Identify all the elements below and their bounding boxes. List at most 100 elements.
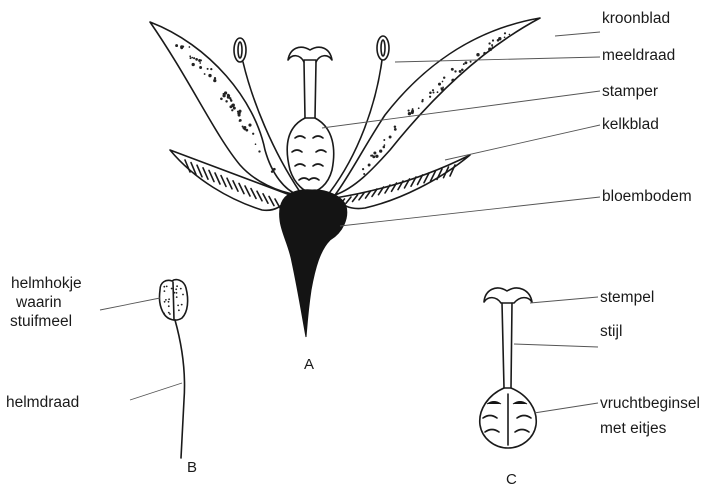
- petal-speckle: [464, 61, 467, 64]
- ovule-mark: [299, 178, 309, 180]
- stamen-figure-b: B: [159, 280, 197, 476]
- pistil-c-style: [502, 303, 512, 388]
- sepal-hatch-line: [346, 197, 351, 203]
- sepal-hatch-line: [239, 183, 244, 193]
- ovule-mark: [313, 164, 323, 166]
- sepal-hatch-line: [257, 191, 262, 201]
- sepal-hatch-line: [269, 196, 274, 205]
- pollen-dot: [164, 290, 166, 292]
- label-vruchtbeginsel: vruchtbeginsel: [600, 395, 700, 412]
- petal-speckle: [383, 146, 386, 149]
- petal-speckle: [210, 68, 212, 70]
- figure-c-leaders: [514, 297, 598, 413]
- petal-speckle: [192, 63, 195, 66]
- stamen-b-filament: [175, 320, 185, 458]
- sepal-hatch-line: [233, 181, 238, 191]
- ovule-mark: [292, 150, 302, 152]
- petal-speckle: [408, 112, 411, 115]
- leader-receptacle: [340, 197, 600, 226]
- petal-speckle: [199, 62, 201, 64]
- label-stuifmeel: stuifmeel: [10, 313, 72, 330]
- petal-speckle: [237, 111, 239, 113]
- petal-speckle: [230, 100, 232, 102]
- petal-speckle: [195, 58, 198, 61]
- petal-speckle: [189, 46, 191, 48]
- petal-speckle: [429, 91, 432, 94]
- figure-c-letter: C: [506, 471, 517, 488]
- petal-speckle: [504, 32, 506, 34]
- petal-speckle: [245, 129, 248, 132]
- petal-speckle: [193, 57, 195, 59]
- ovule-mark: [316, 150, 326, 152]
- label-bloembodem: bloembodem: [602, 188, 692, 205]
- pistil: [287, 47, 333, 192]
- pollen-dot: [171, 288, 173, 290]
- leader-stijl: [514, 344, 598, 347]
- petal-speckle: [411, 111, 414, 114]
- label-meeldraad: meeldraad: [602, 47, 675, 64]
- petal-speckle: [220, 98, 223, 101]
- pollen-dot: [163, 286, 165, 288]
- pollen-dot: [164, 301, 166, 303]
- label-stamper: stamper: [602, 83, 658, 100]
- label-kroonblad: kroonblad: [602, 10, 670, 27]
- figure-a-letter: A: [304, 356, 314, 373]
- petal-speckle: [372, 155, 375, 158]
- petal-speckle: [231, 109, 233, 111]
- leader-petal: [555, 32, 600, 36]
- pistil-ovules: [292, 136, 326, 180]
- petal-speckle: [488, 48, 491, 51]
- pollen-dot: [166, 286, 168, 288]
- petal-speckle: [363, 173, 365, 175]
- petal-speckle: [214, 77, 216, 79]
- pollen-dot: [176, 296, 178, 298]
- petal-speckle: [199, 66, 202, 69]
- sepal-hatch-line: [450, 165, 455, 176]
- pollen-dot: [169, 313, 171, 315]
- petal-speckle: [451, 68, 454, 71]
- petal-speckle: [437, 91, 439, 93]
- label-stijl: stijl: [600, 323, 622, 340]
- ovule-mark: [517, 416, 531, 419]
- sepal-hatch-line: [227, 178, 232, 189]
- petal-speckle: [238, 110, 241, 113]
- petal-speckle: [383, 139, 385, 141]
- leader-anther: [100, 298, 160, 310]
- petal-speckle: [198, 59, 201, 62]
- leader-helmdraad: [130, 383, 182, 400]
- label-helmhokje: helmhokje: [11, 275, 82, 292]
- petal-speckle: [373, 151, 376, 154]
- petal-left: [150, 22, 298, 195]
- petal-speckle: [429, 96, 431, 98]
- pollen-dot: [180, 288, 182, 290]
- petal-speckle: [418, 107, 420, 109]
- petal-speckle: [497, 39, 500, 42]
- petal-speckle: [242, 127, 244, 129]
- sepal-hatch-line: [251, 189, 256, 199]
- sepal-hatch-line: [437, 169, 442, 179]
- sepal-hatch-line: [209, 170, 214, 181]
- petal-speckle: [442, 81, 444, 83]
- petal-speckle: [225, 100, 227, 102]
- petal-speckle: [229, 105, 232, 108]
- pollen-dot: [168, 298, 170, 300]
- sepal-hatch-line: [263, 194, 268, 203]
- figure-b-letter: B: [187, 459, 197, 476]
- petal-speckle: [491, 46, 493, 48]
- receptacle: [280, 190, 347, 337]
- petal-speckle: [384, 144, 386, 146]
- petal-speckle: [504, 36, 506, 38]
- petal-speckle: [368, 164, 371, 167]
- petal-speckle: [255, 143, 257, 145]
- petal-speckle: [239, 120, 241, 122]
- pollen-dot: [174, 292, 176, 294]
- pollen-dot: [176, 292, 178, 294]
- petal-speckle: [491, 44, 493, 46]
- label-met-eitjes: met eitjes: [600, 420, 667, 437]
- sepal-hatch-line: [275, 199, 280, 208]
- ovule-mark: [309, 178, 319, 180]
- petal-speckle: [394, 128, 397, 131]
- stamen-left-anther-slit: [238, 42, 242, 58]
- ovule-mark: [513, 402, 527, 405]
- pollen-dot: [175, 288, 177, 290]
